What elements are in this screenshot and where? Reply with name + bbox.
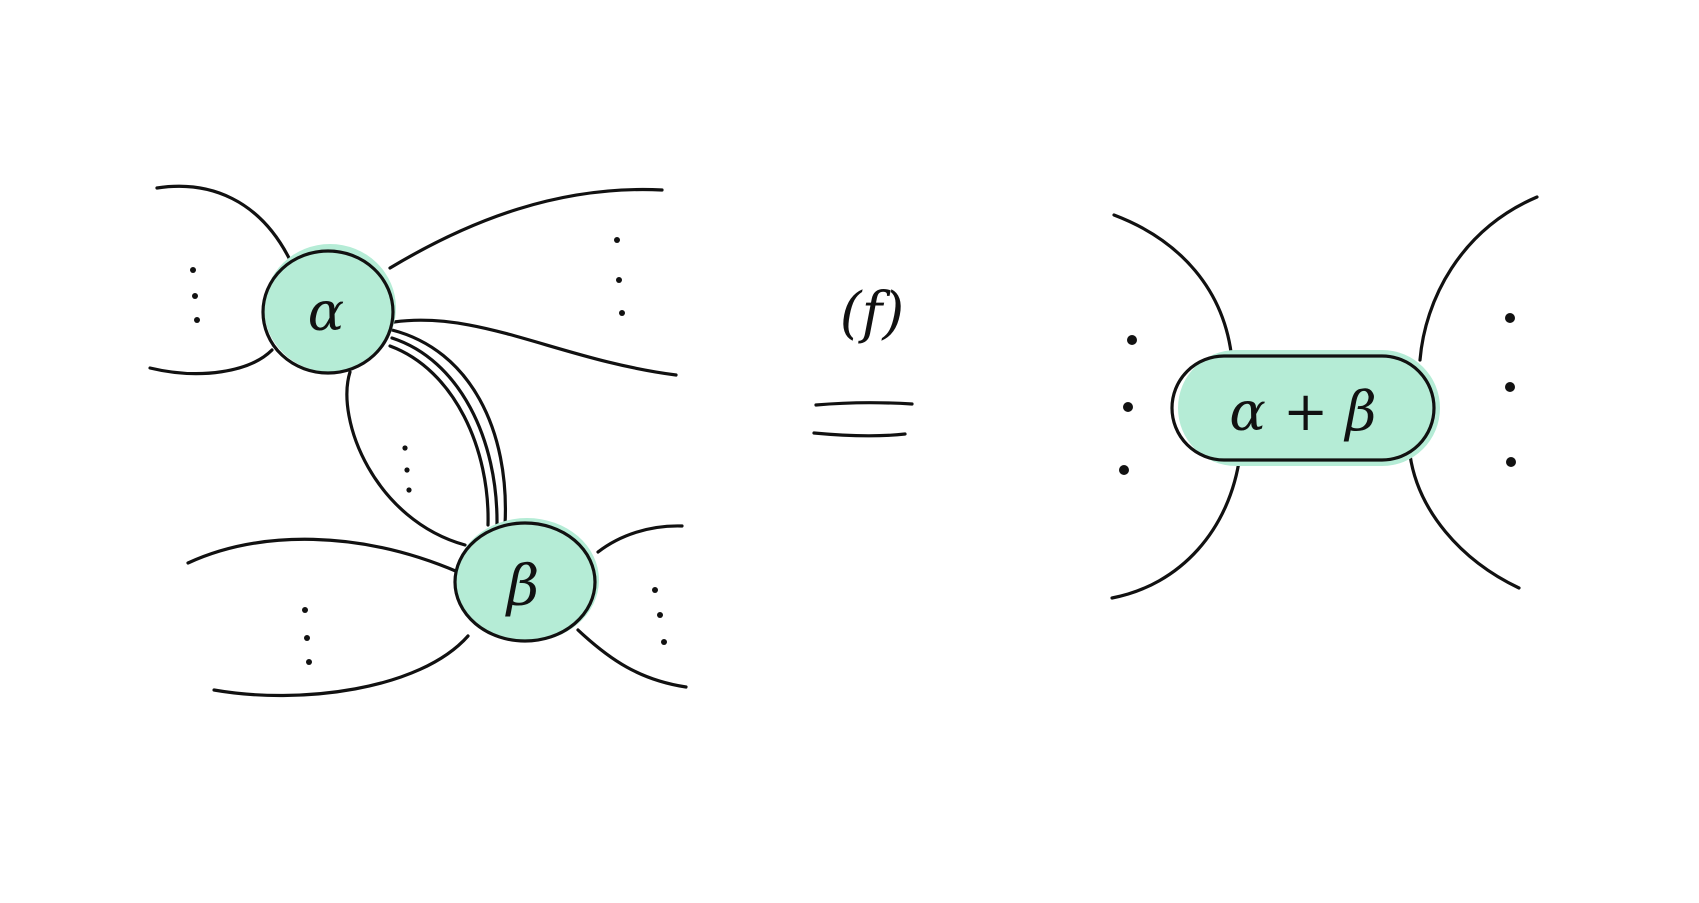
alpha-left-ellipsis xyxy=(190,267,200,323)
beta-leg-lower-left xyxy=(212,634,470,698)
node-beta-label: β xyxy=(505,554,539,619)
alpha-leg-lower-right xyxy=(392,318,678,377)
merged-leg-lower-left xyxy=(1110,453,1242,600)
merged-left-ellipsis xyxy=(1119,335,1137,475)
merged-leg-upper-right xyxy=(1418,195,1539,362)
merged-right-ellipsis xyxy=(1505,313,1516,467)
node-alpha-label: α xyxy=(308,280,344,343)
internal-edge-outer xyxy=(345,370,467,547)
beta-left-ellipsis xyxy=(302,607,312,665)
internal-edge-3 xyxy=(388,344,490,527)
alpha-leg-upper-right xyxy=(388,187,664,270)
beta-right-ellipsis xyxy=(652,587,667,645)
right-diagram: α + β xyxy=(1110,195,1539,600)
relation: (f) xyxy=(812,281,914,438)
beta-leg-upper-left xyxy=(186,537,460,574)
merged-leg-lower-right xyxy=(1408,453,1521,590)
alpha-right-ellipsis xyxy=(614,237,625,316)
alpha-leg-upper-left xyxy=(155,184,292,262)
beta-leg-upper-right xyxy=(596,524,684,554)
left-diagram: α β xyxy=(148,184,688,698)
beta-leg-lower-right xyxy=(576,628,688,689)
node-merged: α + β xyxy=(1170,350,1440,466)
equals-sign xyxy=(812,401,914,438)
node-merged-label: α + β xyxy=(1229,380,1376,443)
internal-edge-1 xyxy=(390,328,508,527)
merged-leg-upper-left xyxy=(1112,213,1234,362)
internal-edges-ellipsis xyxy=(402,445,412,493)
node-beta: β xyxy=(453,518,599,643)
alpha-leg-lower-left xyxy=(148,348,274,376)
node-alpha: α xyxy=(261,244,396,375)
relation-tag: (f) xyxy=(840,281,904,346)
internal-edge-2 xyxy=(390,336,499,527)
